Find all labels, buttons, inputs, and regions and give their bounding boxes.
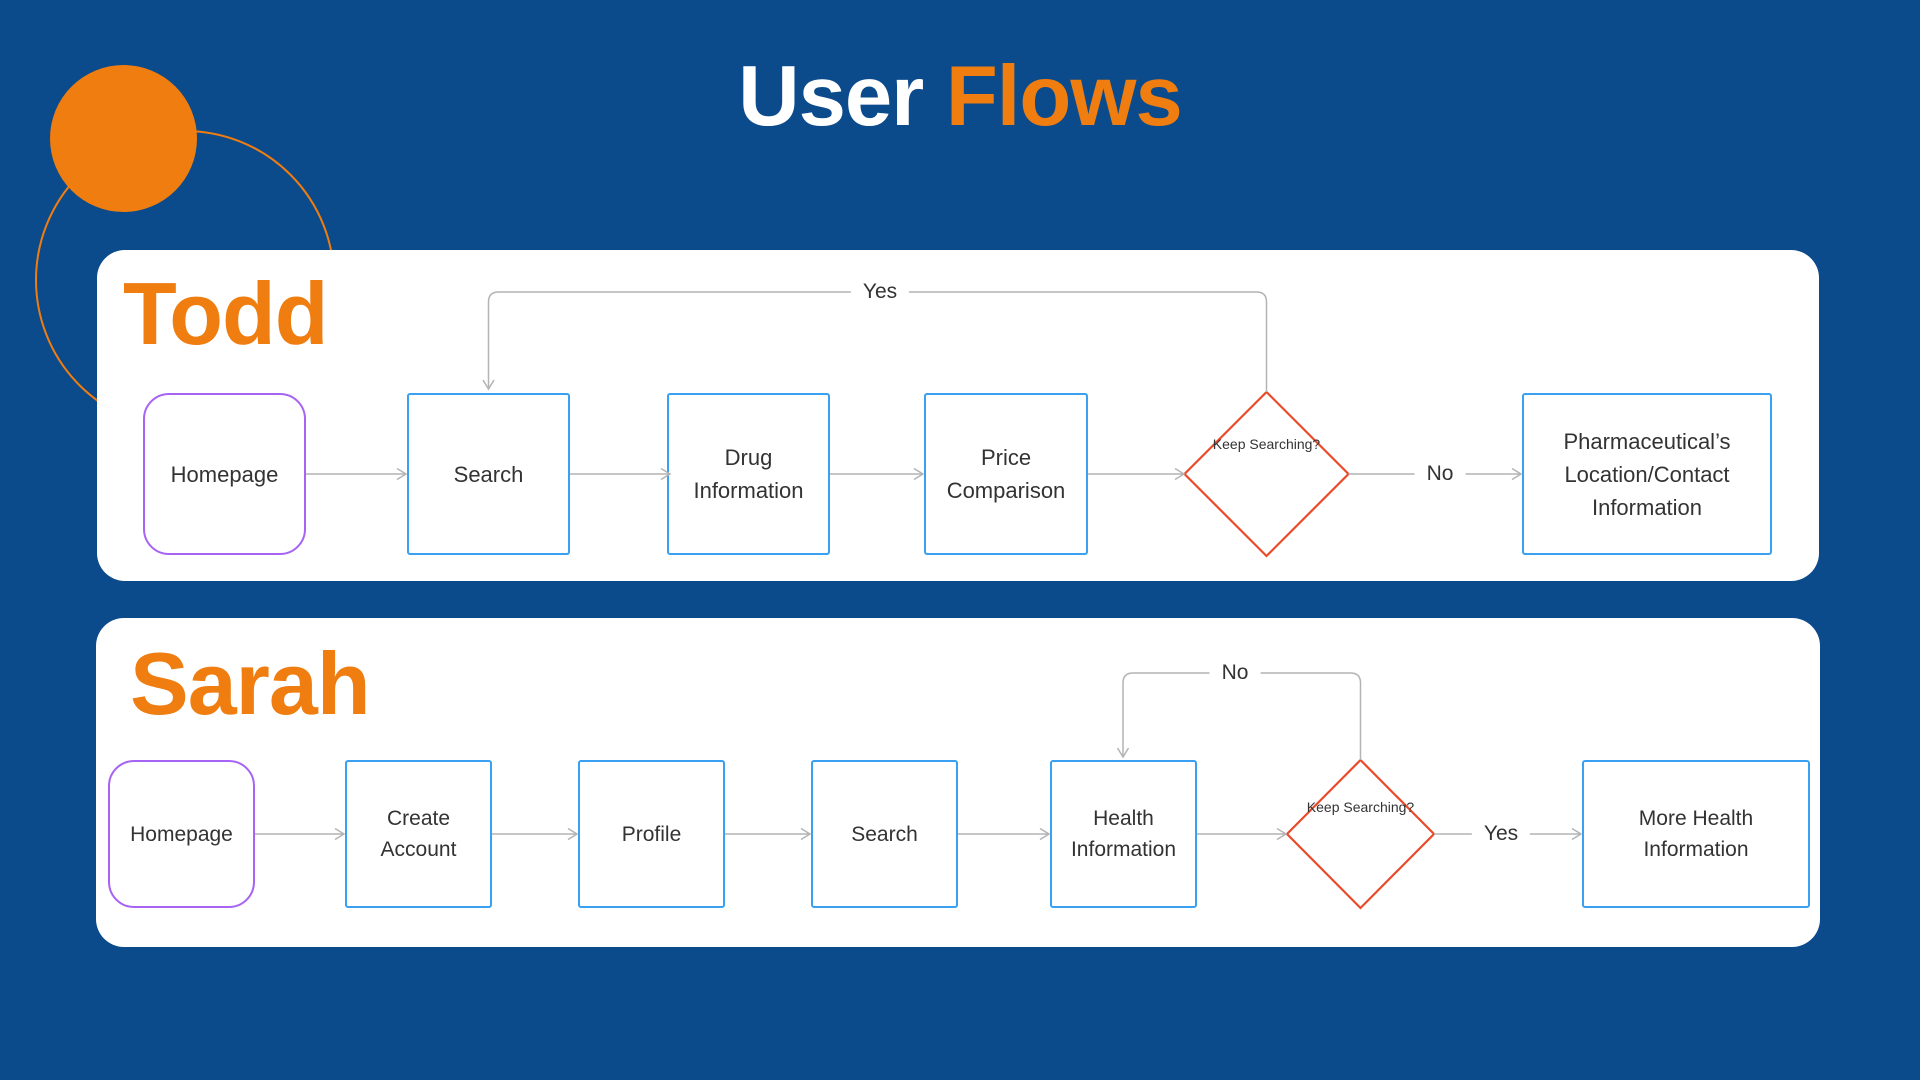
edge-label-todd-no: No [1414,462,1466,486]
decision-todd-keep-searching-label: Keep Searching? [1212,436,1321,452]
edge-todd-decision-yes-loop-to-search [482,291,1268,392]
title-word-user: User [738,49,924,144]
edge-todd-price-to-decision [1088,467,1186,481]
edge-todd-drug-to-price [830,467,925,481]
page-title: User Flows [0,50,1920,144]
node-sarah-create-account: Create Account [345,760,492,908]
edge-todd-search-to-drug [570,467,672,481]
node-todd-pharmaceutical-info: Pharmaceutical’s Location/Contact Inform… [1522,393,1772,555]
edge-sarah-create-account-to-profile [492,827,579,841]
edge-sarah-homepage-to-create-account [255,827,346,841]
flow-card-sarah: Sarah Homepage Create Account Profile Se… [96,618,1820,947]
node-sarah-more-health-information: More Health Information [1582,760,1810,908]
flow-card-todd: Todd Homepage Search Drug Information Pr… [97,250,1819,581]
node-todd-homepage: Homepage [143,393,306,555]
decor-filled-circle [50,65,197,212]
flow-heading-todd: Todd [123,264,328,363]
edge-label-sarah-no: No [1209,661,1261,685]
edge-todd-homepage-to-search [306,467,408,481]
title-word-flows: Flows [945,49,1183,144]
node-todd-drug-information: Drug Information [667,393,830,555]
decision-sarah-keep-searching-shape [1285,758,1436,910]
node-sarah-health-information: Health Information [1050,760,1197,908]
edge-sarah-search-to-health [958,827,1051,841]
edge-sarah-health-to-decision [1197,827,1288,841]
node-sarah-homepage: Homepage [108,760,255,908]
node-sarah-search: Search [811,760,958,908]
edge-sarah-profile-to-search [725,827,812,841]
node-todd-price-comparison: Price Comparison [924,393,1088,555]
edge-sarah-decision-no-loop-to-health [1116,672,1362,760]
node-todd-search: Search [407,393,570,555]
edge-label-sarah-yes: Yes [1471,822,1531,846]
node-sarah-profile: Profile [578,760,725,908]
decision-sarah-keep-searching-label: Keep Searching? [1306,799,1415,815]
decision-todd-keep-searching-shape [1182,390,1351,558]
edge-label-todd-yes: Yes [850,280,910,304]
flow-heading-sarah: Sarah [130,634,371,733]
